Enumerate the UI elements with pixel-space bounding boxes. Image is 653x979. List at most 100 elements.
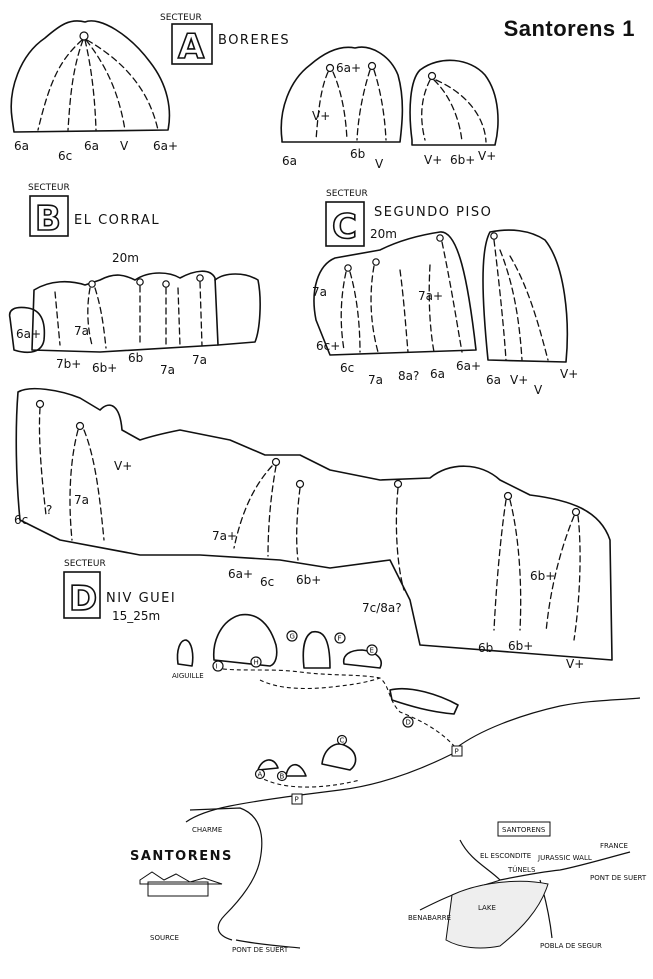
route-line	[94, 287, 107, 349]
boulder-a-right	[409, 59, 499, 146]
anchor	[571, 507, 581, 517]
route-line	[373, 69, 387, 141]
route-line	[340, 271, 347, 351]
grade-label: V+	[478, 149, 496, 163]
grade-label: V+	[424, 153, 442, 167]
route-line	[85, 39, 126, 131]
sector-a-name: BORERES	[218, 33, 290, 48]
route-line	[545, 515, 575, 633]
sector-d: V+ 6c ? 7a 7a+ 6a+ 6c 6b+ 7c/8a? 6b 6b+ …	[14, 387, 613, 671]
boulder-c	[321, 743, 357, 771]
parking-label: P	[455, 748, 459, 756]
sector-b: SECTEUR B EL CORRAL 20m 6a+ 7a 7b+ 6b+ 6…	[8, 183, 261, 377]
parking-label: P	[295, 796, 299, 804]
grade-label: 7a	[160, 363, 175, 377]
approach-trail	[259, 677, 381, 690]
church-label: CHARME	[192, 826, 222, 834]
sector-a-box	[171, 23, 213, 65]
aiguille-rock	[176, 639, 194, 667]
route-line	[395, 487, 405, 591]
route-line	[296, 487, 301, 561]
grade-label: 6a+	[228, 567, 253, 581]
route-line	[37, 39, 83, 131]
grade-label: V	[375, 157, 384, 171]
marker	[254, 768, 266, 780]
grade-label: 6a+	[16, 327, 41, 341]
route-line	[441, 241, 463, 353]
parking-sign	[291, 793, 303, 805]
anchor	[325, 63, 335, 73]
route-line	[493, 239, 507, 361]
page-title: Santorens 1	[503, 16, 635, 41]
grade-label: 7a	[74, 493, 89, 507]
anchor	[75, 421, 85, 431]
source-label: SOURCE	[150, 934, 179, 942]
grade-label: 6c	[260, 575, 274, 589]
grade-label: 6a	[282, 154, 297, 168]
sector-d-length: 15_25m	[112, 609, 160, 623]
boulder-a-left	[10, 20, 171, 133]
sector-c-label: SECTEUR	[326, 189, 368, 199]
sector-b-letter: B	[35, 199, 61, 239]
boulder-a-mid	[280, 46, 404, 143]
route-line	[199, 281, 203, 347]
route-line	[83, 429, 105, 541]
aiguille-label: AIGUILLE	[172, 672, 204, 680]
route-line	[573, 515, 581, 641]
grade-label: 6b+	[450, 153, 475, 167]
sector-c-box	[325, 201, 365, 247]
anchor	[79, 31, 89, 41]
marker-label: C	[340, 737, 345, 745]
sector-d-label: SECTEUR	[64, 559, 106, 569]
route-line	[421, 79, 431, 141]
route-line	[435, 79, 487, 143]
marker-label: G	[290, 633, 295, 641]
sector-b-box	[29, 195, 69, 237]
grade-label: 7a	[368, 373, 383, 387]
grade-label: 6c	[340, 361, 354, 375]
anchor	[344, 264, 352, 272]
approach-sketch: AIGUILLE I H G F E D P	[172, 613, 641, 823]
village-road	[189, 807, 263, 941]
anchor	[162, 280, 170, 288]
boulder-d	[389, 687, 459, 715]
road	[185, 753, 453, 823]
village-block	[147, 881, 209, 897]
sector-a: SECTEUR A BORERES 6a 6c 6a V 6a+	[10, 13, 499, 171]
grade-label: 7a	[74, 324, 89, 338]
sector-c: SECTEUR C SEGUNDO PISO 20m 7a 6c+ 6c 7a	[312, 189, 578, 397]
grade-label: 6b+	[508, 639, 533, 653]
anchor	[295, 479, 305, 489]
regional-map: SANTORENS EL ESCONDITE JURASSIC WALL TÚN…	[408, 821, 647, 950]
grade-label: V	[534, 383, 543, 397]
route-line	[370, 265, 379, 353]
village-road	[235, 939, 301, 949]
grade-label: 6a	[14, 139, 29, 153]
sector-c-length: 20m	[370, 227, 397, 241]
site-label: JURASSIC WALL	[537, 854, 592, 862]
route-line	[349, 271, 361, 353]
route-line	[69, 429, 79, 541]
grade-label: V+	[560, 367, 578, 381]
anchor	[436, 234, 444, 242]
route-line	[87, 287, 93, 346]
grade-label: 6b	[128, 351, 143, 365]
lake-label: LAKE	[478, 904, 496, 912]
sector-c-name: SEGUNDO PISO	[374, 205, 492, 220]
anchor	[136, 278, 144, 286]
marker	[402, 716, 414, 728]
marker	[250, 656, 262, 668]
anchor	[35, 399, 45, 409]
route-line	[54, 291, 61, 346]
marker	[336, 734, 348, 746]
marker	[212, 660, 224, 672]
approach-trail	[257, 775, 361, 788]
route-line	[493, 499, 507, 631]
grade-label: 6a	[84, 139, 99, 153]
anchor	[490, 232, 498, 240]
anchor	[393, 479, 403, 489]
grade-label: 6c	[14, 513, 28, 527]
marker	[286, 630, 298, 642]
boulder-b	[285, 763, 307, 777]
